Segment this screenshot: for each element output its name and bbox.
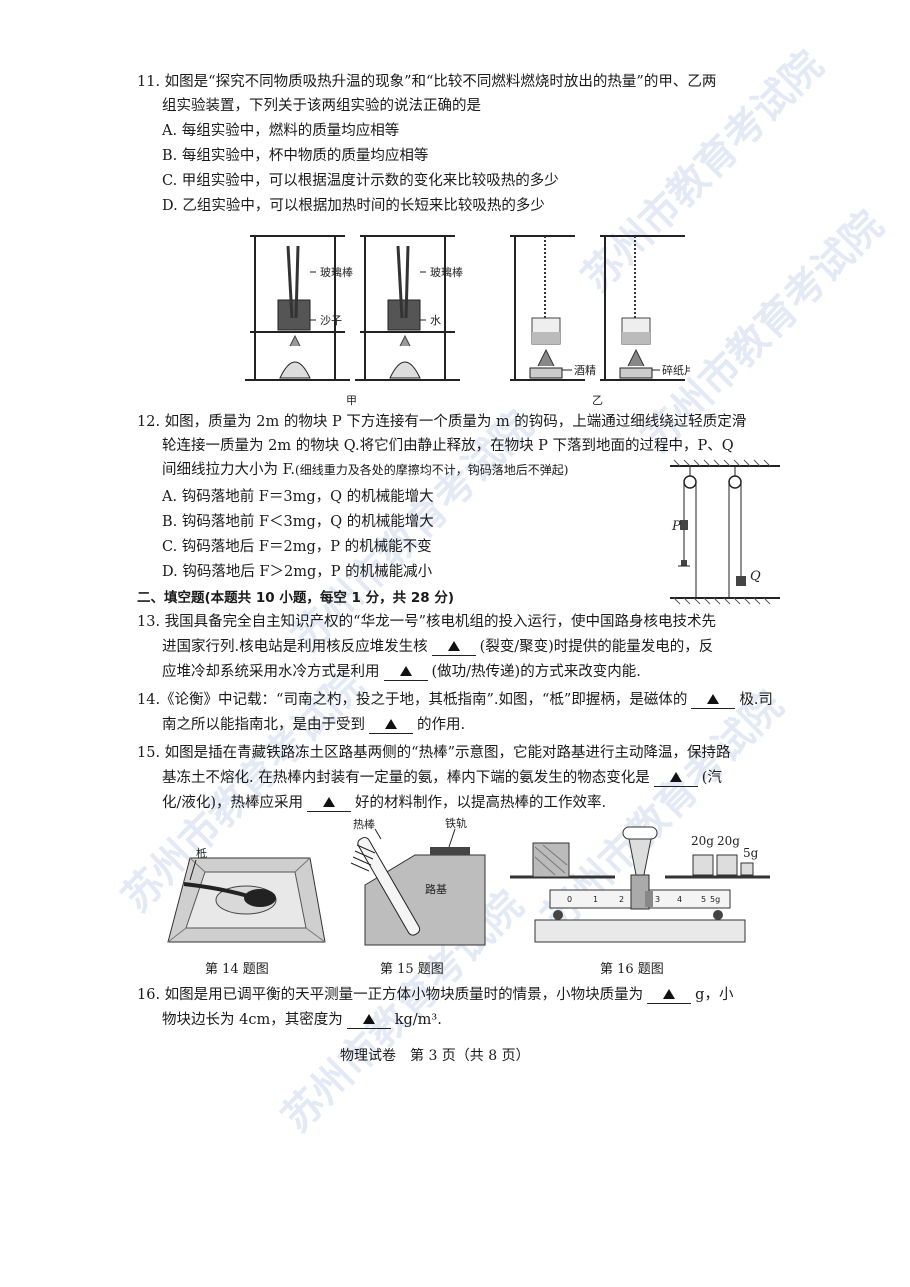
answer-marker-icon <box>385 719 397 729</box>
answer-marker-icon <box>669 772 682 782</box>
q12-option-a: A. 钩码落地前 F＝3mg，Q 的机械能增大 <box>162 489 434 505</box>
q14-line1a: 14.《论衡》中记载：“司南之杓，投之于地，其柢指南”.如图，“柢”即握柄，是磁… <box>137 692 688 708</box>
page-footer: 物理试卷 第 3 页（共 8 页） <box>340 1048 530 1064</box>
q12-line2: 轮连接一质量为 2m 的物块 Q.将它们由静止释放，在物块 P 下落到地面的过程… <box>162 438 734 454</box>
scale-tick-0: 0 <box>567 895 572 904</box>
caption-fig14: 第 14 题图 <box>205 962 269 977</box>
q15-line3b: 好的材料制作，以提高热棒的工作效率. <box>355 795 607 811</box>
scale-tick-3: 3 <box>655 895 660 904</box>
scale-tick-1: 1 <box>593 895 598 904</box>
q16-blank-2[interactable] <box>346 1012 391 1029</box>
q12-option-d: D. 钩码落地后 F＞2mg，P 的机械能减小 <box>162 564 433 580</box>
label-weight-20g-a: 20g <box>691 834 714 848</box>
answer-marker-icon <box>323 797 336 807</box>
answer-marker-icon <box>707 694 720 704</box>
caption-fig16: 第 16 题图 <box>600 962 664 977</box>
q13-line2b: (裂变/聚变)时提供的能量发电的，反 <box>479 639 714 655</box>
q11-option-b: B. 每组实验中，杯中物质的质量均应相等 <box>162 148 429 164</box>
answer-marker-icon <box>447 641 460 651</box>
q16-blank-1[interactable] <box>647 987 692 1004</box>
q14-sinan-figure: 柢 <box>167 846 326 943</box>
answer-marker-icon <box>362 1014 375 1024</box>
q16-line2b: kg/m³. <box>394 1012 442 1028</box>
q14-line2a: 南之所以能指南北，是由于受到 <box>162 717 365 733</box>
label-weight-5g: 5g <box>743 846 759 860</box>
q12-pulley-figure: P Q <box>670 459 780 605</box>
q13-line3b: (做功/热传递)的方式来改变内能. <box>431 664 641 680</box>
q15-blank-1[interactable] <box>653 770 698 787</box>
label-paper-scraps: 碎纸片 <box>662 363 690 377</box>
label-p: P <box>671 519 681 534</box>
label-di: 柢 <box>196 846 207 860</box>
q15-line2a: 基冻土不熔化. 在热棒内封装有一定量的氨，棒内下端的氨发生的物态变化是 <box>162 770 650 786</box>
q13-blank-1[interactable] <box>431 639 476 656</box>
q15-line3a: 化/液化)，热棒应采用 <box>162 795 304 811</box>
q11-option-c: C. 甲组实验中，可以根据温度计示数的变化来比较吸热的多少 <box>162 173 559 189</box>
q14-line1b: 极.司 <box>739 692 773 708</box>
label-rail: 铁轨 <box>445 816 467 830</box>
q13-blank-2[interactable] <box>383 664 428 681</box>
q13-line3a: 应堆冷却系统采用水冷方式是利用 <box>162 664 380 680</box>
q11-line1: 11. 如图是“探究不同物质吸热升温的现象”和“比较不同燃料燃烧时放出的热量”的… <box>137 74 717 90</box>
label-glass-rod-2: 玻璃棒 <box>430 265 463 279</box>
label-roadbed: 路基 <box>425 883 447 896</box>
q12-note: (细线重力及各处的摩擦均不计，钩码落地后不弹起) <box>295 463 569 477</box>
q16-balance-figure: 0 1 2 3 4 5 5g 20g 20g 5g <box>510 826 770 943</box>
q15-line2b: (汽 <box>701 770 722 786</box>
q12-line3: 间细线拉力大小为 F. <box>162 462 296 478</box>
label-heat-rod: 热棒 <box>353 817 375 831</box>
scale-tick-unit: 5g <box>710 895 720 904</box>
answer-marker-icon <box>663 989 676 999</box>
q16-line1a: 16. 如图是用已调平衡的天平测量一正方体小物块质量时的情景，小物块质量为 <box>137 987 644 1003</box>
scale-tick-2: 2 <box>619 895 624 904</box>
q11-line2: 组实验装置，下列关于该两组实验的说法正确的是 <box>162 98 481 114</box>
label-glass-rod: 玻璃棒 <box>320 265 353 279</box>
q11-option-d: D. 乙组实验中，可以根据加热时间的长短来比较吸热的多少 <box>162 198 545 214</box>
q14-blank-1[interactable] <box>691 692 736 709</box>
q11-option-a: A. 每组实验中，燃料的质量均应相等 <box>162 123 400 139</box>
q12-option-b: B. 钩码落地前 F＜3mg，Q 的机械能增大 <box>162 514 434 530</box>
label-group-jia: 甲 <box>346 394 357 407</box>
scale-tick-4: 4 <box>677 895 682 904</box>
q14-line2b: 的作用. <box>417 717 466 733</box>
label-weight-20g-b: 20g <box>717 834 740 848</box>
label-water: 水 <box>430 314 441 327</box>
q13-line2a: 进国家行列.核电站是利用核反应堆发生核 <box>162 639 428 655</box>
q15-heat-rod-figure: 热棒 铁轨 路基 <box>350 816 486 946</box>
q12-line1: 12. 如图，质量为 2m 的物块 P 下方连接有一个质量为 m 的钩码，上端通… <box>137 414 747 430</box>
q15-blank-2[interactable] <box>307 795 352 812</box>
q12-option-c: C. 钩码落地后 F＝2mg，P 的机械能不变 <box>162 539 432 555</box>
answer-marker-icon <box>399 666 412 676</box>
label-group-yi: 乙 <box>592 394 603 407</box>
q16-line1b: g，小 <box>695 987 734 1003</box>
q15-line1: 15. 如图是插在青藏铁路冻土区路基两侧的“热棒”示意图，它能对路基进行主动降温… <box>137 745 731 761</box>
q14-blank-2[interactable] <box>369 717 413 734</box>
label-alcohol: 酒精 <box>574 364 596 377</box>
q11-apparatus-figure: 玻璃棒 沙子 玻璃棒 水 甲 <box>245 235 690 407</box>
section-title-fill-in: 二、填空题(本题共 10 小题，每空 1 分，共 28 分) <box>137 590 455 606</box>
caption-fig15: 第 15 题图 <box>380 962 444 977</box>
q13-line1: 13. 我国具备完全自主知识产权的“华龙一号”核电机组的投入运行，使中国路身核电… <box>137 614 716 630</box>
label-q: Q <box>750 569 761 584</box>
q16-line2a: 物块边长为 4cm，其密度为 <box>162 1012 343 1028</box>
scale-tick-5: 5 <box>701 895 706 904</box>
label-sand: 沙子 <box>320 314 342 327</box>
